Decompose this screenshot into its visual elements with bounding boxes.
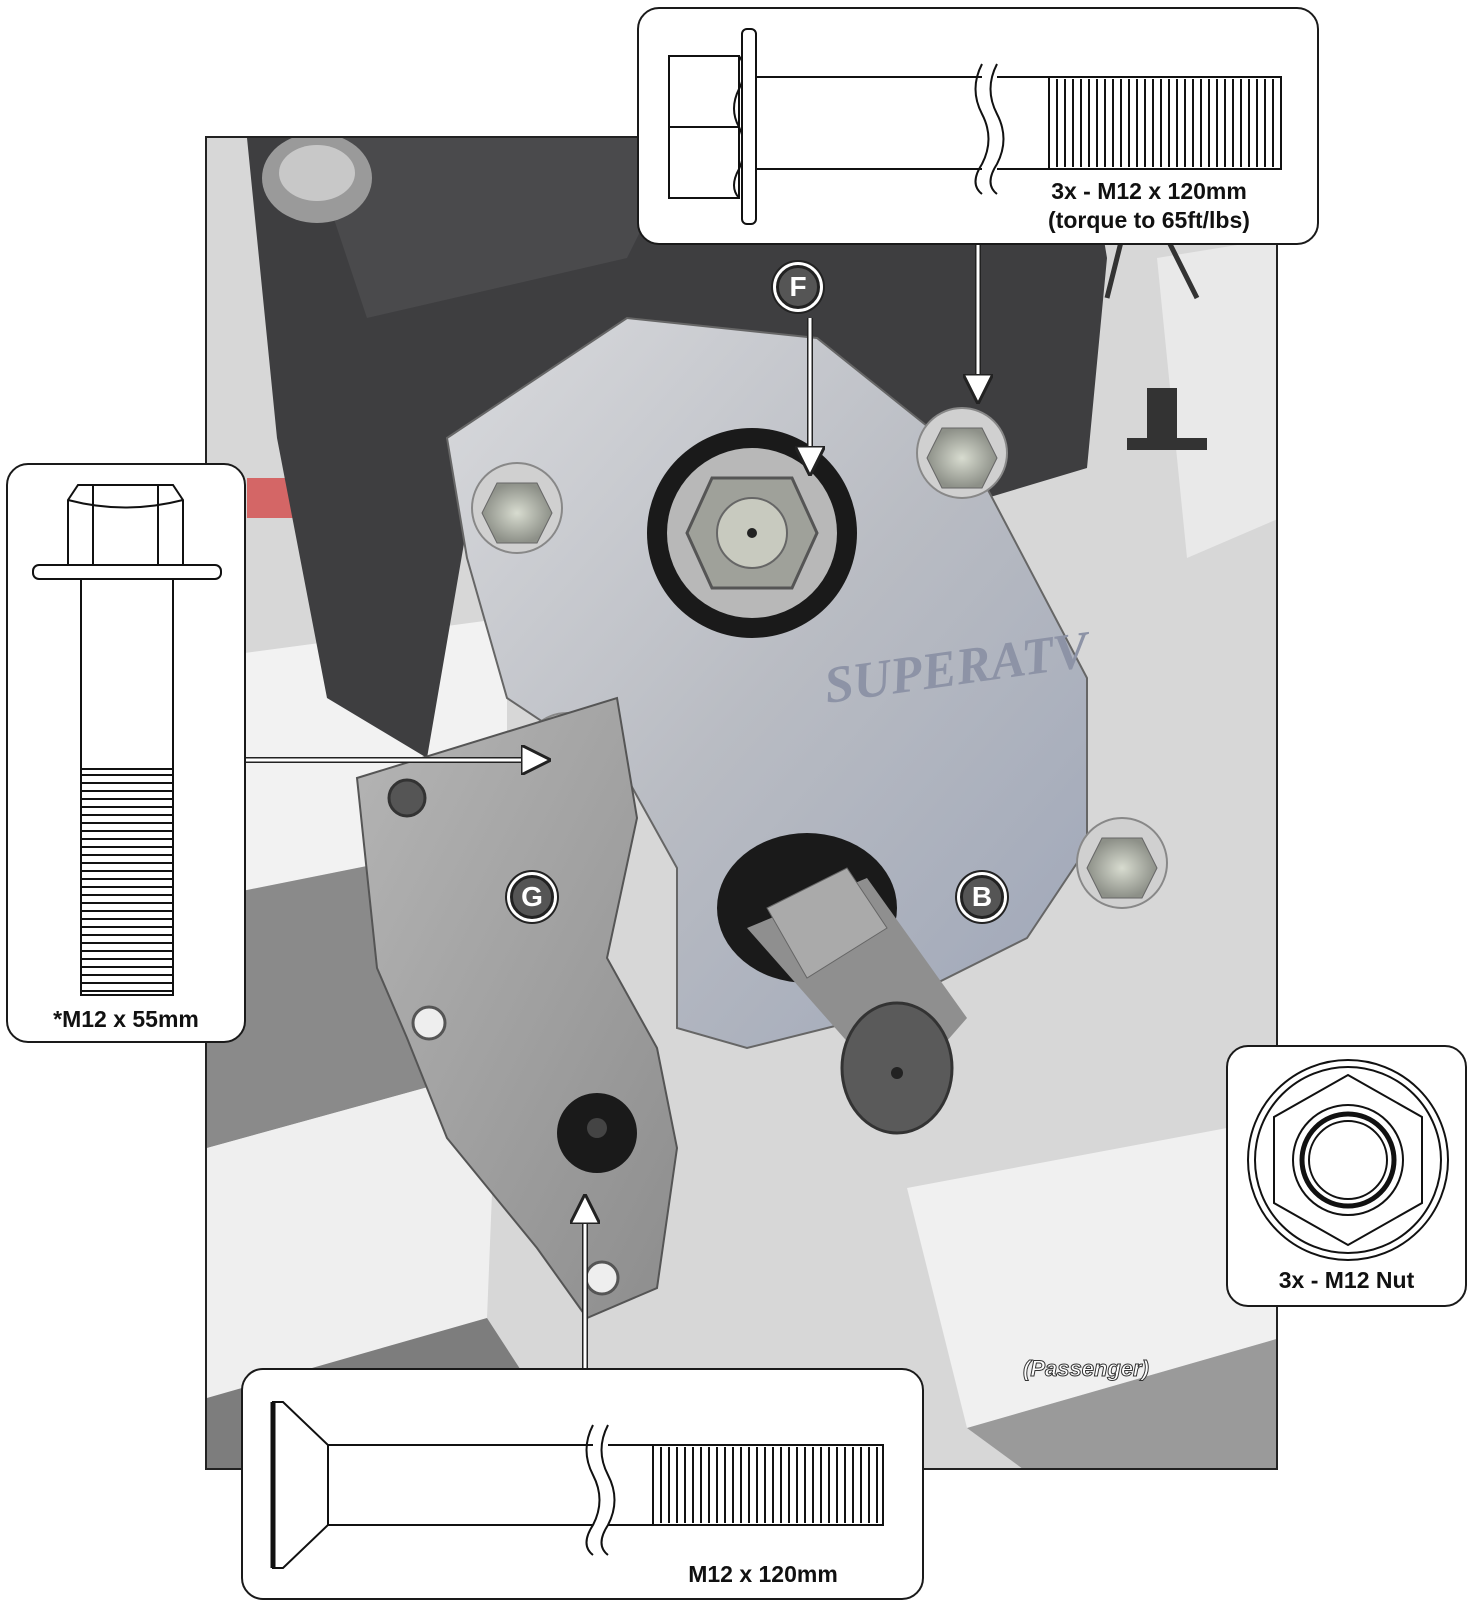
callout-top-bolt: 3x - M12 x 120mm (torque to 65ft/lbs) <box>637 7 1319 245</box>
callout-bottom-bolt: M12 x 120mm <box>241 1368 924 1600</box>
nut-label: 3x - M12 Nut <box>1278 1267 1415 1293</box>
side-note: (Passenger) <box>1023 1356 1150 1382</box>
callout-nut: 3x - M12 Nut <box>1226 1045 1467 1307</box>
top-bolt-label-line1: 3x - M12 x 120mm <box>1051 178 1247 204</box>
top-bolt-label-line2: (torque to 65ft/lbs) <box>1048 207 1250 233</box>
flange-bolt-long-icon <box>668 28 1282 225</box>
badge-f: F <box>776 265 820 309</box>
flange-bolt-short-icon <box>32 484 222 996</box>
countersunk-bolt-icon <box>270 1401 884 1569</box>
callout-left-bolt: *M12 x 55mm <box>6 463 246 1043</box>
hex-nut-icon <box>1247 1059 1449 1261</box>
bottom-bolt-label: M12 x 120mm <box>688 1561 838 1587</box>
badge-g: G <box>510 875 554 919</box>
badge-b: B <box>960 875 1004 919</box>
left-bolt-label: *M12 x 55mm <box>53 1006 199 1032</box>
